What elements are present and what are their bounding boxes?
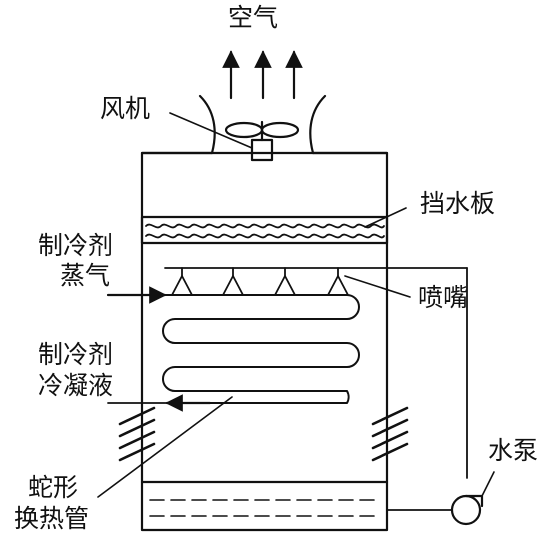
coil-label-line2: 换热管	[14, 504, 90, 533]
fan-hood-left	[198, 94, 216, 155]
eliminator-label: 挡水板	[420, 189, 496, 218]
pump-label: 水泵	[488, 436, 539, 465]
coil-label-line1: 蛇形	[28, 473, 79, 502]
tower-shell	[140, 151, 389, 532]
eliminator-wave-icon	[145, 223, 385, 229]
right-louver-icon	[371, 406, 409, 462]
fan-hood-right	[309, 94, 327, 155]
fan-leader-line	[169, 112, 253, 149]
serpentine-coil	[162, 294, 360, 404]
eliminator-box	[140, 215, 389, 245]
left-louver-icon	[118, 406, 156, 462]
fan-blade-icon	[224, 121, 264, 139]
nozzle-leader-line	[344, 275, 411, 298]
pump-leader-line	[481, 471, 495, 497]
nozzle-label: 喷嘴	[418, 283, 469, 312]
nozzle-icon	[171, 267, 349, 296]
fan-motor-icon	[250, 138, 274, 162]
liquid-label-line1: 制冷剂	[38, 340, 114, 369]
eliminator-leader-line	[364, 207, 407, 228]
air-label: 空气	[228, 3, 279, 32]
vapor-label-line2: 蒸气	[60, 261, 111, 290]
coil-leader-line	[97, 396, 233, 498]
fan-label: 风机	[100, 94, 151, 123]
eliminator-wave-icon	[145, 233, 385, 239]
vapor-label-line1: 制冷剂	[38, 231, 114, 260]
liquid-label-line2: 冷凝液	[38, 371, 114, 400]
pump-icon	[450, 494, 482, 526]
fan-blade-icon	[260, 121, 300, 139]
